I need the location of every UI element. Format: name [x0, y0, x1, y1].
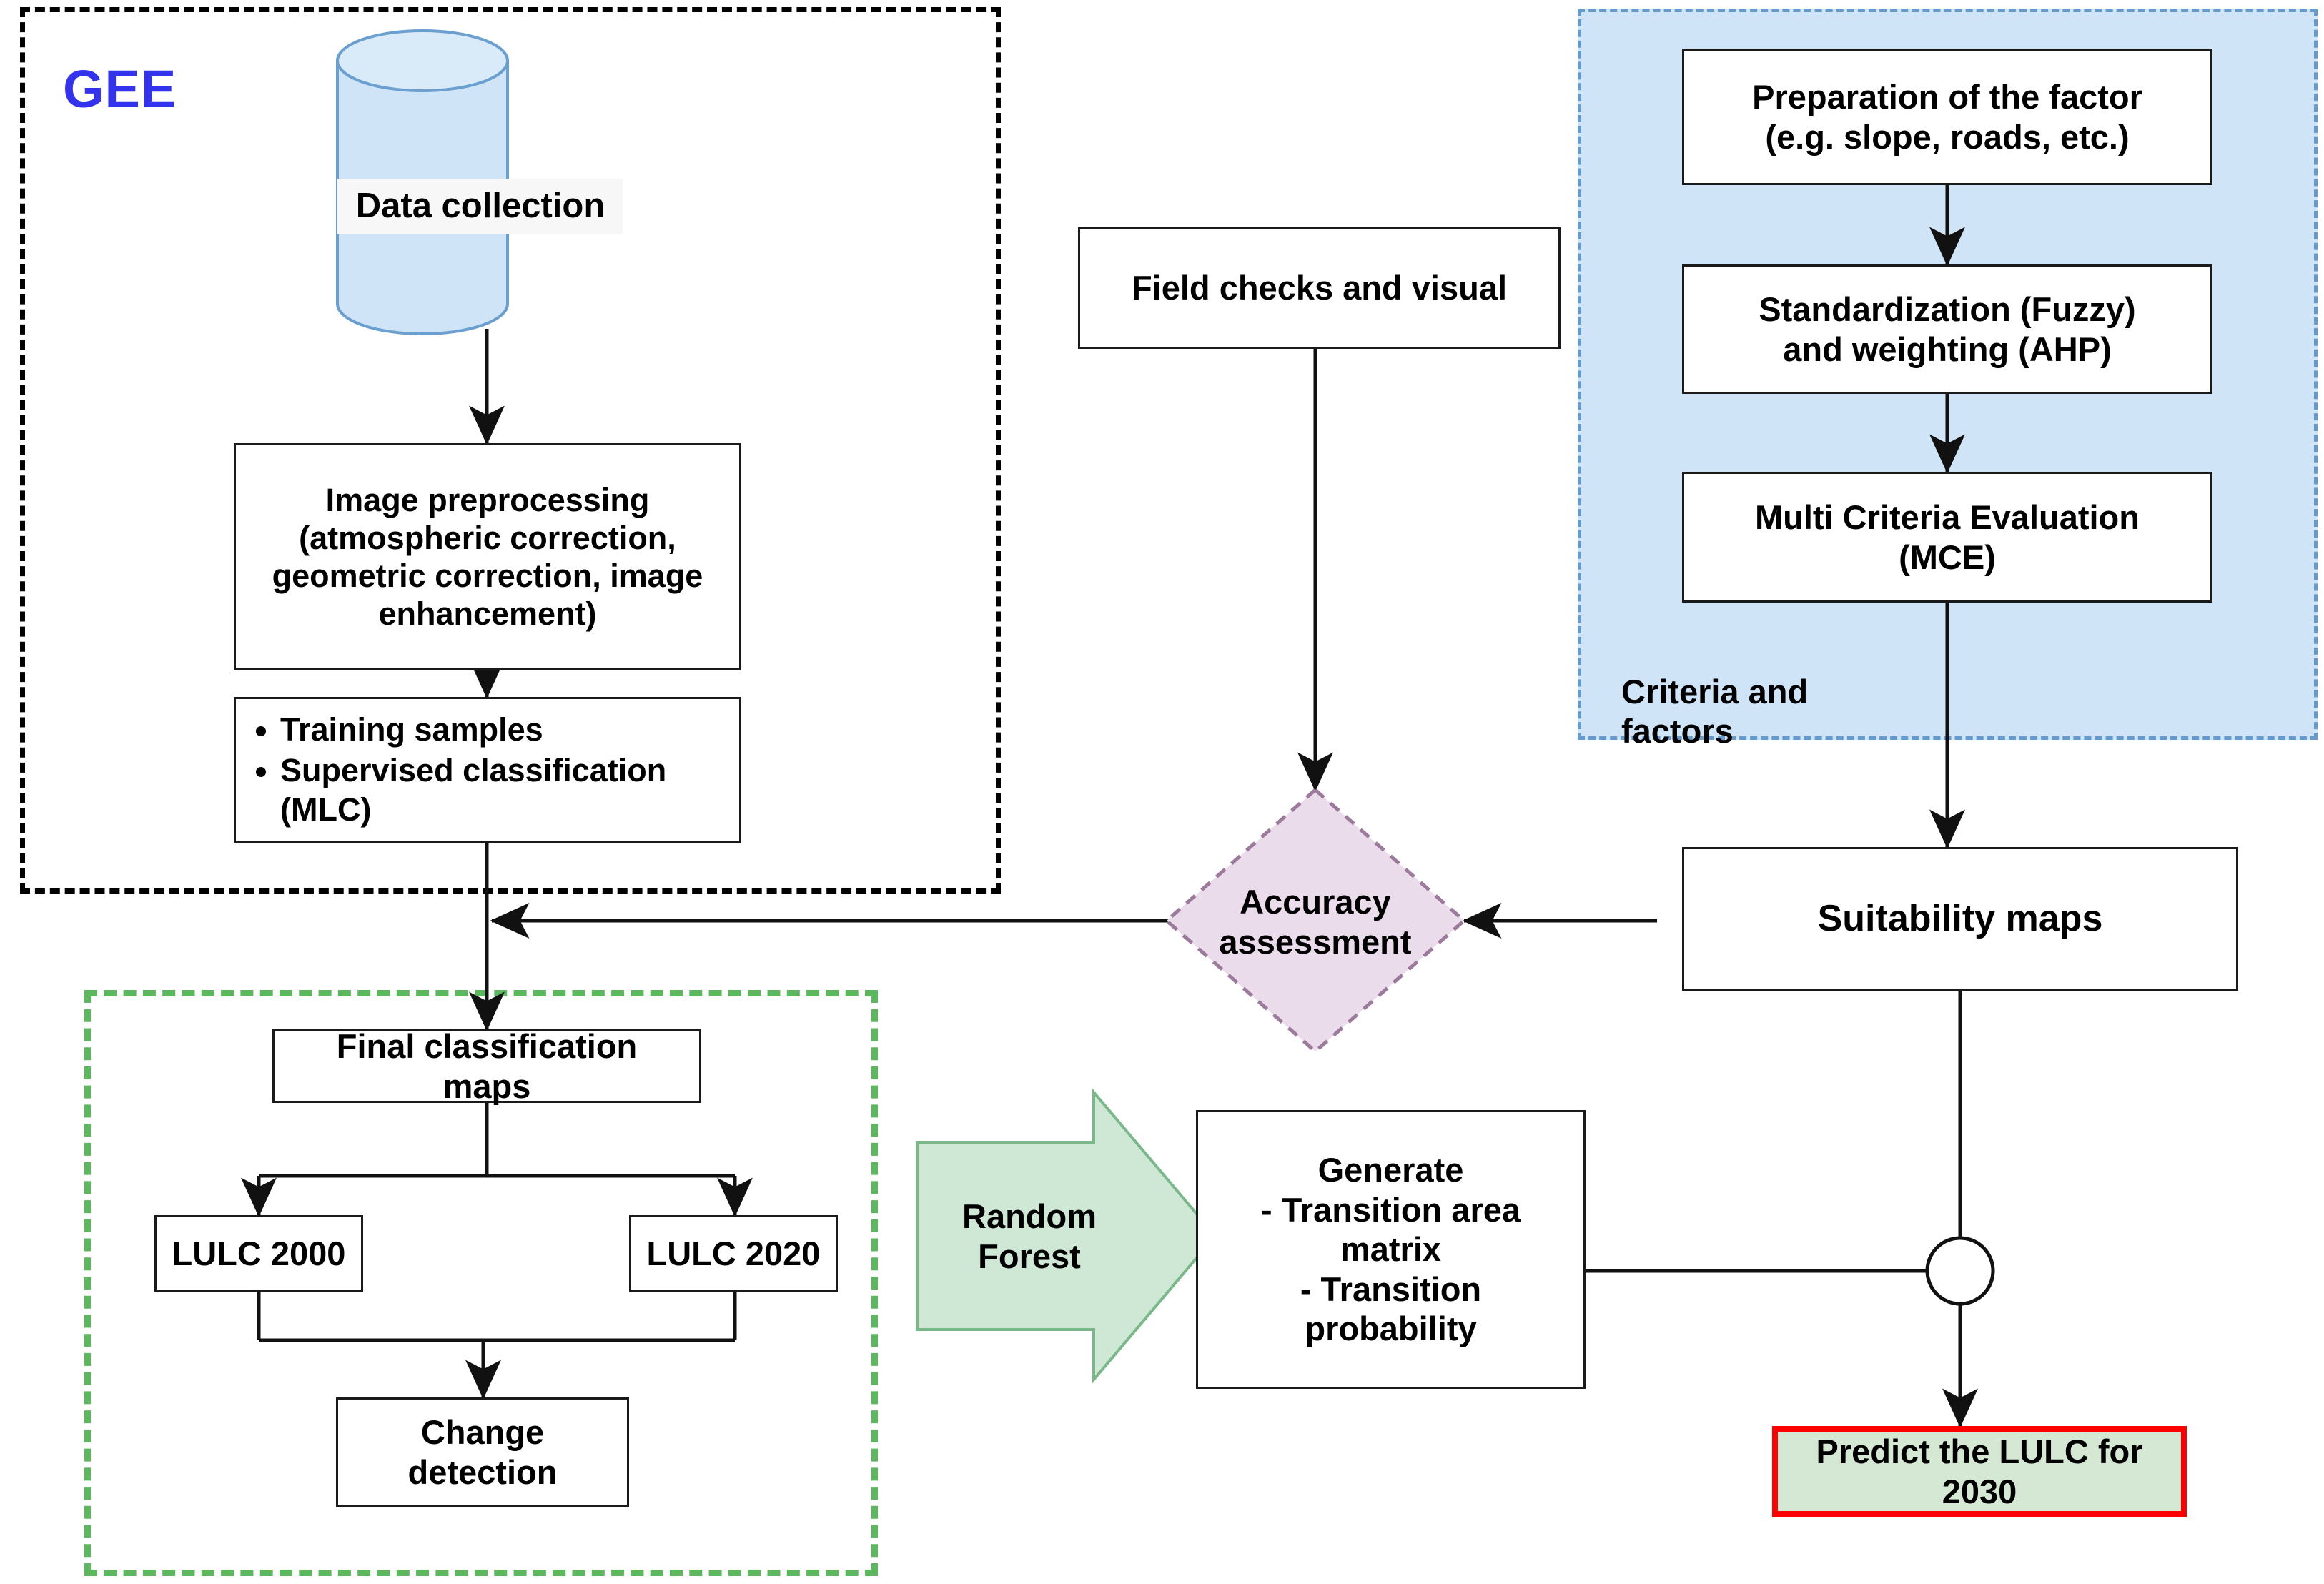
- node-data-collection[interactable]: Data collection: [337, 179, 623, 234]
- node-mce[interactable]: Multi Criteria Evaluation (MCE): [1682, 472, 2212, 603]
- node-standardization[interactable]: Standardization (Fuzzy) and weighting (A…: [1682, 264, 2212, 394]
- node-preparation-of-factor[interactable]: Preparation of the factor (e.g. slope, r…: [1682, 49, 2212, 185]
- node-training-samples[interactable]: Training samples Supervised classificati…: [234, 697, 741, 843]
- accuracy-assessment-diamond: [1164, 787, 1467, 1054]
- node-change-detection[interactable]: Change detection: [336, 1397, 629, 1507]
- node-generate[interactable]: Generate - Transition area matrix - Tran…: [1196, 1110, 1586, 1389]
- training-bullet-2: Supervised classification (MLC): [280, 751, 739, 830]
- random-forest-block-arrow: [916, 1088, 1217, 1384]
- node-image-preprocessing[interactable]: Image preprocessing (atmospheric correct…: [234, 443, 741, 670]
- node-lulc-2000[interactable]: LULC 2000: [154, 1215, 363, 1292]
- node-final-classification-maps[interactable]: Final classification maps: [272, 1027, 701, 1105]
- node-field-checks[interactable]: Field checks and visual: [1078, 227, 1561, 349]
- node-predict-lulc-2030[interactable]: Predict the LULC for 2030: [1772, 1426, 2187, 1517]
- node-lulc-2020[interactable]: LULC 2020: [629, 1215, 838, 1292]
- merge-circle: [1925, 1236, 1995, 1306]
- region-gee: [20, 7, 1001, 894]
- node-random-forest[interactable]: Random Forest: [962, 1197, 1097, 1275]
- training-bullet-1: Training samples: [280, 711, 739, 750]
- gee-region-label: GEE: [63, 59, 177, 119]
- region-criteria-label: Criteria and factors: [1621, 673, 1809, 751]
- node-suitability-maps[interactable]: Suitability maps: [1682, 847, 2238, 991]
